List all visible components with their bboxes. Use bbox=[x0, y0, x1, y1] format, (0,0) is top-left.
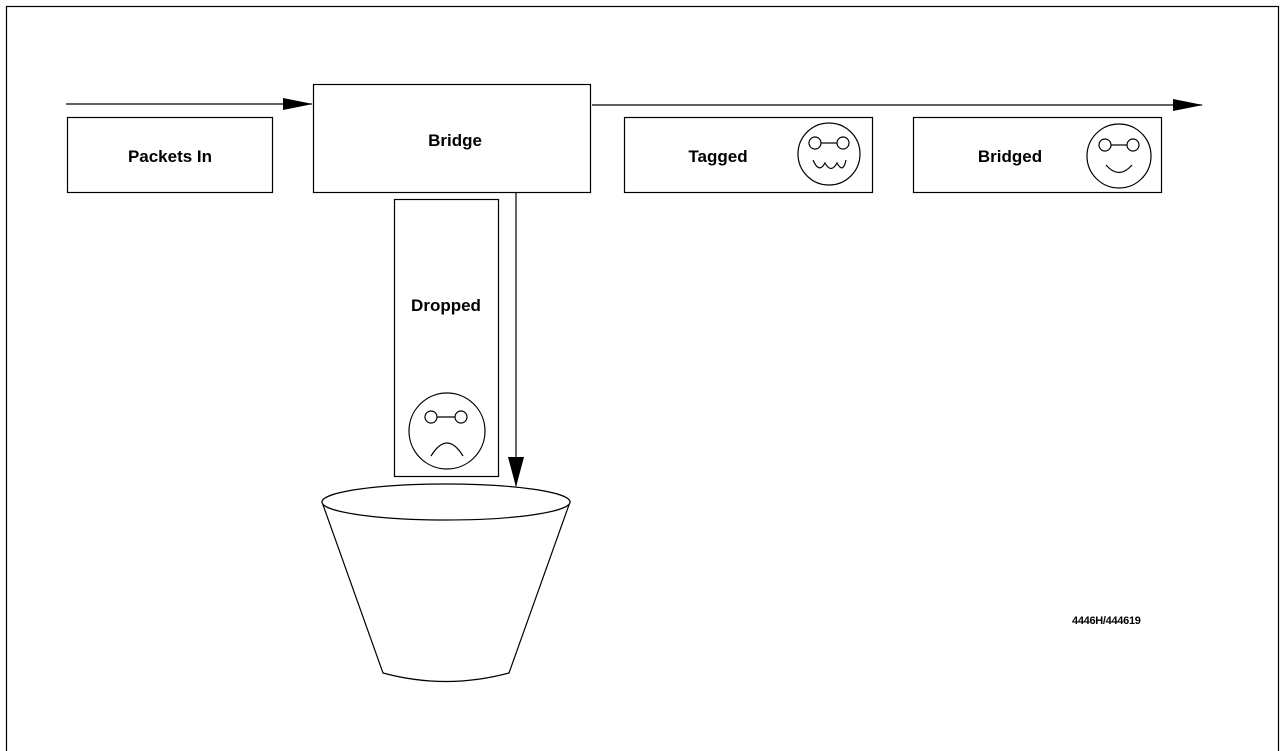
dropped-box: Dropped bbox=[393, 198, 500, 478]
figure-id: 4446H/444619 bbox=[1072, 615, 1141, 627]
frown-face-icon bbox=[408, 392, 486, 470]
packets-in-label: Packets In bbox=[128, 147, 212, 166]
bridge-label: Bridge bbox=[428, 131, 482, 150]
neutral-face-icon bbox=[797, 122, 861, 186]
waste-bin-icon bbox=[321, 483, 571, 683]
diagram-frame bbox=[5, 5, 1280, 751]
tagged-box: Tagged bbox=[623, 116, 874, 194]
tagged-label: Tagged bbox=[688, 147, 747, 166]
smiley-face-icon bbox=[1086, 123, 1152, 189]
bridged-label: Bridged bbox=[978, 147, 1042, 166]
bridge-box: Bridge bbox=[312, 83, 592, 194]
bridged-box: Bridged bbox=[912, 116, 1163, 194]
packets-in-box: Packets In bbox=[66, 116, 274, 194]
dropped-label: Dropped bbox=[411, 296, 481, 315]
